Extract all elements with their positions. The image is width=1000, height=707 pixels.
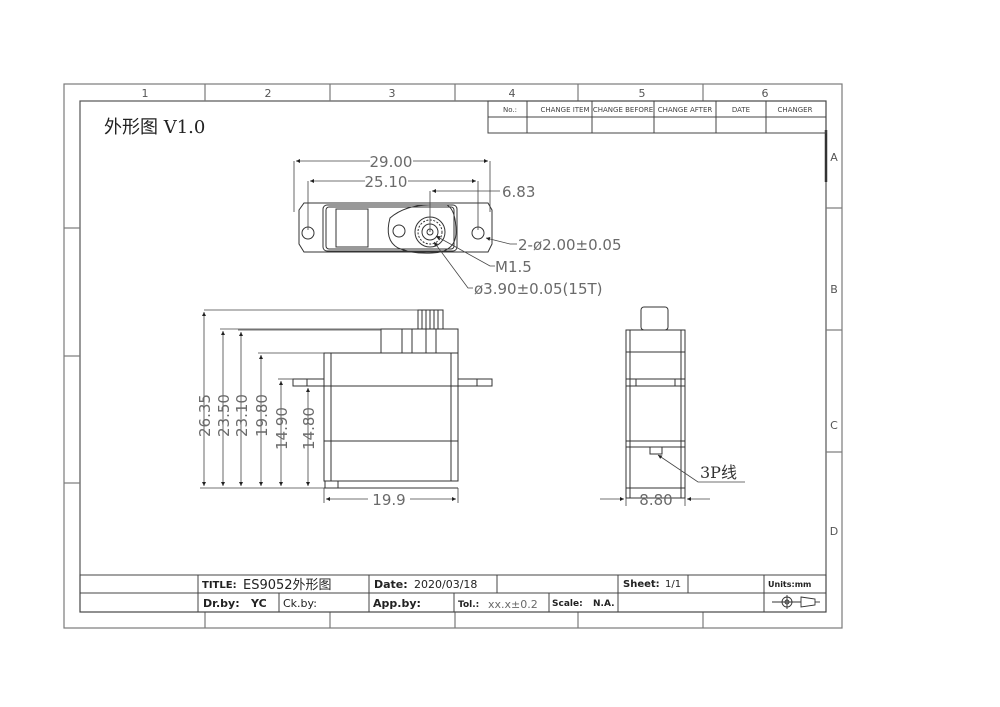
dim-height-19-80: 19.80 — [253, 394, 271, 437]
callout-cable: 3P线 — [700, 463, 737, 482]
dim-height-26-35: 26.35 — [196, 394, 214, 437]
title-block: TITLE: ES9052外形图 Date: 2020/03/18 Sheet:… — [79, 574, 827, 613]
scale-value: N.A. — [593, 599, 615, 609]
revision-header-date: DATE — [732, 106, 750, 114]
dim-side-width: 19.9 — [372, 491, 405, 509]
drawn-by-label: Dr.by: — [203, 597, 240, 610]
row-label-d: D — [830, 525, 838, 538]
dim-height-14-90: 14.90 — [273, 407, 291, 450]
checked-by-label: Ck.by: — [283, 597, 317, 610]
sheet-value: 1/1 — [665, 579, 681, 590]
row-label-b: B — [830, 283, 838, 296]
row-label-c: C — [830, 419, 838, 432]
date-value: 2020/03/18 — [414, 578, 477, 591]
dim-height-23-10: 23.10 — [233, 394, 251, 437]
drawn-by-value: YC — [250, 597, 267, 610]
column-label-5: 5 — [639, 87, 646, 100]
end-view: 3P线 8.80 — [600, 306, 745, 509]
title-value: ES9052外形图 — [243, 578, 332, 593]
date-label: Date: — [374, 578, 408, 591]
callout-mounting-holes: 2-ø2.00±0.05 — [518, 236, 622, 254]
side-view: 26.35 23.50 23.10 19.80 14.90 14.80 19.9 — [196, 309, 493, 509]
dim-hole-spacing: 25.10 — [365, 173, 408, 191]
revision-table: No.: CHANGE ITEM CHANGE BEFORE CHANGE AF… — [487, 100, 827, 134]
column-label-2: 2 — [265, 87, 272, 100]
column-label-6: 6 — [762, 87, 769, 100]
scale-label: Scale: — [552, 599, 583, 609]
drawing-title: 外形图 V1.0 — [104, 117, 205, 138]
tolerance-value: xx.x±0.2 — [488, 598, 538, 611]
projection-symbol-icon — [772, 595, 820, 609]
callout-thread: M1.5 — [495, 258, 532, 276]
column-label-3: 3 — [389, 87, 396, 100]
tolerance-label: Tol.: — [458, 600, 479, 610]
dim-shaft-offset: 6.83 — [502, 183, 535, 201]
revision-header-change-before: CHANGE BEFORE — [593, 106, 653, 114]
approved-by-label: App.by: — [373, 597, 421, 610]
units-label: Units:mm — [768, 580, 811, 589]
title-label: TITLE: — [202, 580, 237, 591]
dim-height-14-80: 14.80 — [300, 407, 318, 450]
drawing-frame — [63, 83, 843, 629]
callout-spline: ø3.90±0.05(15T) — [474, 280, 603, 298]
revision-header-changer: CHANGER — [778, 106, 813, 114]
column-label-4: 4 — [509, 87, 516, 100]
sheet-label: Sheet: — [623, 579, 660, 590]
column-label-1: 1 — [142, 87, 149, 100]
revision-header-no: No.: — [503, 106, 517, 114]
row-label-a: A — [830, 151, 838, 164]
dim-height-23-50: 23.50 — [215, 394, 233, 437]
revision-header-change-after: CHANGE AFTER — [658, 106, 713, 114]
top-view: 29.00 25.10 6.83 2-ø2.00±0.05 M1.5 ø3.90… — [293, 153, 622, 298]
dim-overall-width: 29.00 — [370, 153, 413, 171]
revision-header-change-item: CHANGE ITEM — [540, 106, 589, 114]
dim-end-width: 8.80 — [639, 491, 672, 509]
